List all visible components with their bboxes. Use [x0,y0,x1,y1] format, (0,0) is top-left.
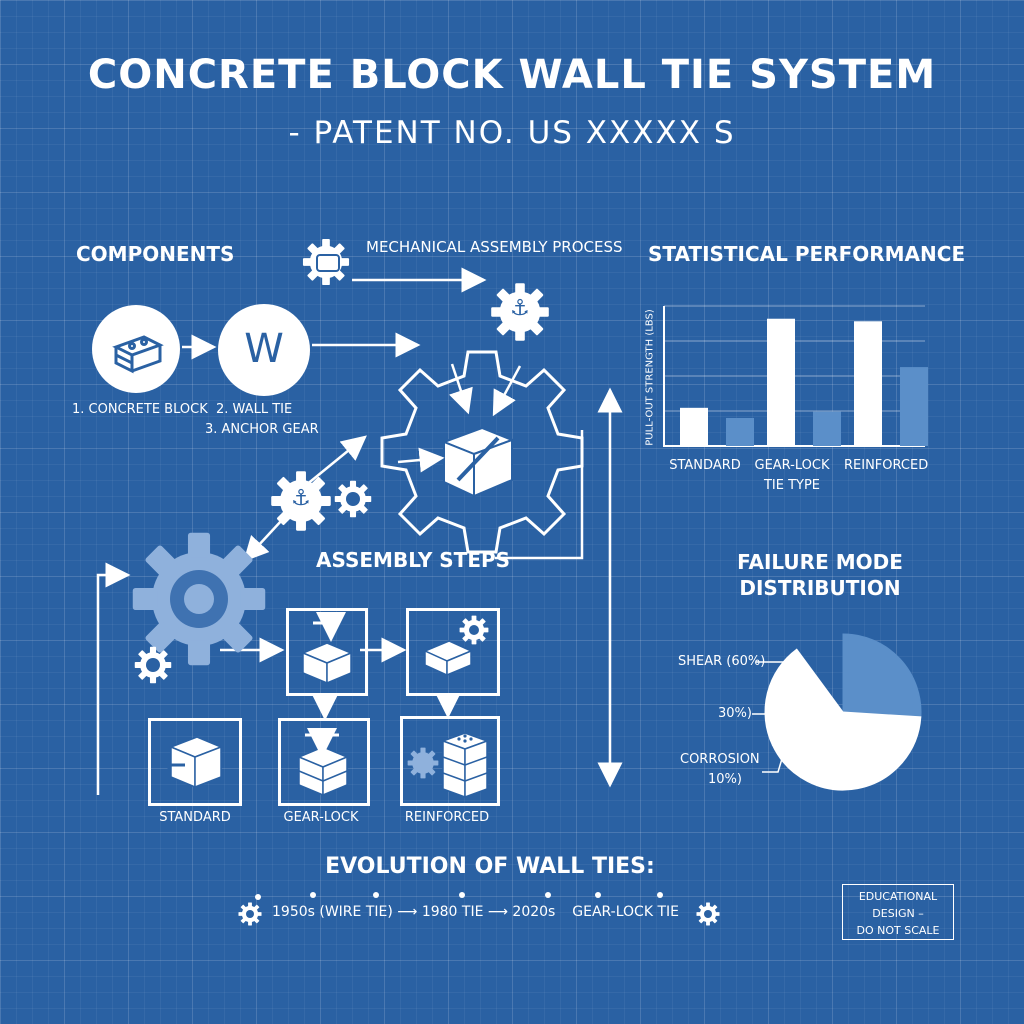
timeline-item-1980: 1980 TIE [421,904,484,920]
disclaimer-line-3: DO NOT SCALE [856,924,940,937]
concrete-block-icon [92,305,180,393]
anchor-gear-small-icon: ⚓ [270,470,332,532]
timeline: 1950s (WIRE TIE) ⟶ 1980 TIE ⟶ 2020s GEAR… [272,904,679,920]
gear-icon-tiny [134,646,172,684]
gear-icon-left [238,902,262,926]
pie-label-corrosion: CORROSION [680,752,760,767]
disclaimer-line-2: DESIGN – [872,907,924,920]
disclaimer-line-1: EDUCATIONAL [858,890,938,903]
component-label-tie: 2. WALL TIE [216,402,293,417]
pie-label-shear: SHEAR (60%) [678,654,766,669]
page-title: CONCRETE BLOCK WALL TIE SYSTEM [87,52,937,98]
wall-tie-glyph: W [244,326,284,372]
gear-icon-small [334,480,372,518]
anchor-gear-icon: ⚓ [490,282,550,342]
gear-icon [302,238,350,286]
pie-label-10: 10%) [708,772,742,787]
step-label-standard: STANDARD [159,810,231,825]
bar-standard-series-1 [680,407,708,446]
bar-reinforced-series-1 [854,321,882,446]
pie-slice-shear [771,711,922,791]
pie-chart [764,633,922,791]
timeline-item-gear-lock: GEAR-LOCK TIE [572,904,679,920]
bar-reinforced-series-2 [900,367,928,446]
gear-icon-right [696,902,720,926]
step-reinforced-box [400,716,500,806]
bar-gear-lock-series-2 [813,411,841,446]
timeline-arrow: ⟶ [487,904,508,920]
disclaimer-box: EDUCATIONAL DESIGN – DO NOT SCALE [842,884,954,940]
bar-gear-lock-series-1 [767,318,795,446]
step-gear-lock-box [278,718,370,806]
assembly-step-1 [286,608,368,696]
page-subtitle: - PATENT NO. US XXXXX S [288,115,736,151]
performance-heading: STATISTICAL PERFORMANCE [648,242,966,266]
failure-heading-1: FAILURE MODE [737,550,903,574]
pie-slice-other [764,648,844,746]
x-tick-standard: STANDARD [669,458,741,473]
components-heading: COMPONENTS [76,242,235,266]
process-heading: MECHANICAL ASSEMBLY PROCESS [366,238,623,256]
pie-slice-corrosion [842,633,922,718]
bar-chart [663,305,928,447]
assembly-step-2 [406,608,500,696]
wall-tie-icon: W [218,304,310,396]
step-standard-box [148,718,242,806]
assembly-steps-heading: ASSEMBLY STEPS [316,548,511,572]
failure-heading-2: DISTRIBUTION [739,576,901,600]
component-label-gear: 3. ANCHOR GEAR [205,422,319,437]
evolution-heading: EVOLUTION OF WALL TIES: [325,854,655,879]
x-axis-label: TIE TYPE [763,478,821,493]
bar-standard-series-2 [726,418,754,446]
component-label-block: 1. CONCRETE BLOCK [72,402,208,417]
timeline-item-1950s: 1950s (WIRE TIE) [272,904,393,920]
x-tick-reinforced: REINFORCED [844,458,929,473]
large-gear-icon [130,530,268,668]
gear-icon [459,615,489,645]
x-tick-gear-lock: GEAR-LOCK [754,458,830,473]
step-label-reinforced: REINFORCED [404,810,490,825]
step-label-gear-lock: GEAR-LOCK [283,810,359,825]
assembly-gear-outline [380,350,584,554]
pie-label-30: 30%) [718,706,752,721]
timeline-arrow: ⟶ [397,904,418,920]
timeline-item-2020s: 2020s [512,904,556,920]
